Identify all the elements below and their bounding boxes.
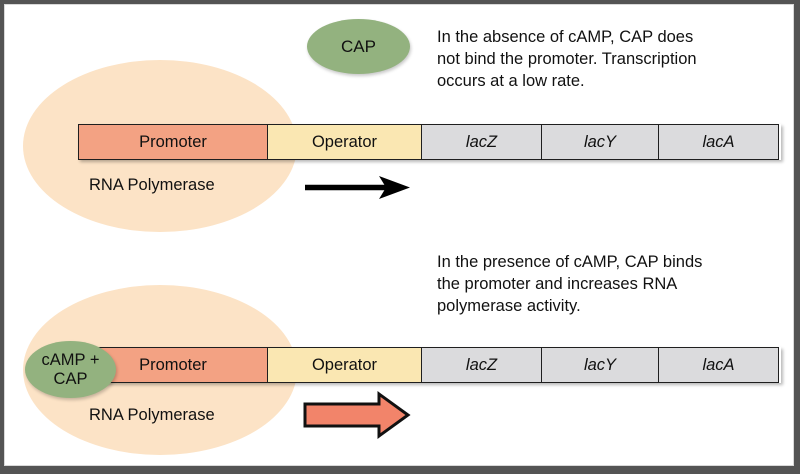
description-line: not bind the promoter. Transcription — [437, 50, 697, 68]
description-line: polymerase activity. — [437, 297, 581, 315]
absence-description: In the absence of cAMP, CAP does not bin… — [437, 26, 782, 92]
lacA-label: lacA — [702, 132, 735, 151]
presence-description: In the presence of cAMP, CAP binds the p… — [437, 251, 782, 317]
lacZ-label: lacZ — [465, 355, 498, 374]
lacY-segment: lacY — [540, 347, 660, 383]
high-transcription-arrow-icon — [303, 391, 411, 439]
gene-bar-bottom: Promoter Operator lacZ lacY lacA — [78, 347, 781, 383]
camp-cap-label-line1: cAMP + — [41, 350, 100, 369]
lacZ-segment: lacZ — [421, 124, 542, 160]
rna-polymerase-label-top: RNA Polymerase — [89, 176, 215, 194]
promoter-label: Promoter — [139, 355, 207, 374]
lacA-segment: lacA — [658, 347, 779, 383]
description-line: In the presence of cAMP, CAP binds — [437, 253, 703, 271]
lacY-label: lacY — [583, 132, 617, 151]
lacZ-segment: lacZ — [421, 347, 542, 383]
description-line: occurs at a low rate. — [437, 72, 585, 90]
promoter-segment: Promoter — [78, 124, 268, 160]
lacY-label: lacY — [583, 355, 617, 374]
lacA-segment: lacA — [658, 124, 779, 160]
description-line: In the absence of cAMP, CAP does — [437, 28, 694, 46]
gene-bar-top: Promoter Operator lacZ lacY lacA — [78, 124, 781, 160]
lacY-segment: lacY — [540, 124, 660, 160]
camp-cap-label-line2: CAP — [53, 369, 88, 388]
lacZ-label: lacZ — [465, 132, 498, 151]
promoter-label: Promoter — [139, 132, 207, 151]
operator-label: Operator — [311, 355, 378, 374]
operator-segment: Operator — [266, 347, 423, 383]
description-line: the promoter and increases RNA — [437, 275, 678, 293]
cap-label: CAP — [341, 36, 376, 56]
lacA-label: lacA — [702, 355, 735, 374]
operator-label: Operator — [311, 132, 378, 151]
operator-segment: Operator — [266, 124, 423, 160]
cap-protein-ellipse: CAP — [307, 19, 410, 74]
low-transcription-arrow-icon — [305, 176, 410, 199]
camp-cap-complex-ellipse: cAMP + CAP — [25, 341, 116, 398]
rna-polymerase-label-bottom: RNA Polymerase — [89, 406, 215, 424]
